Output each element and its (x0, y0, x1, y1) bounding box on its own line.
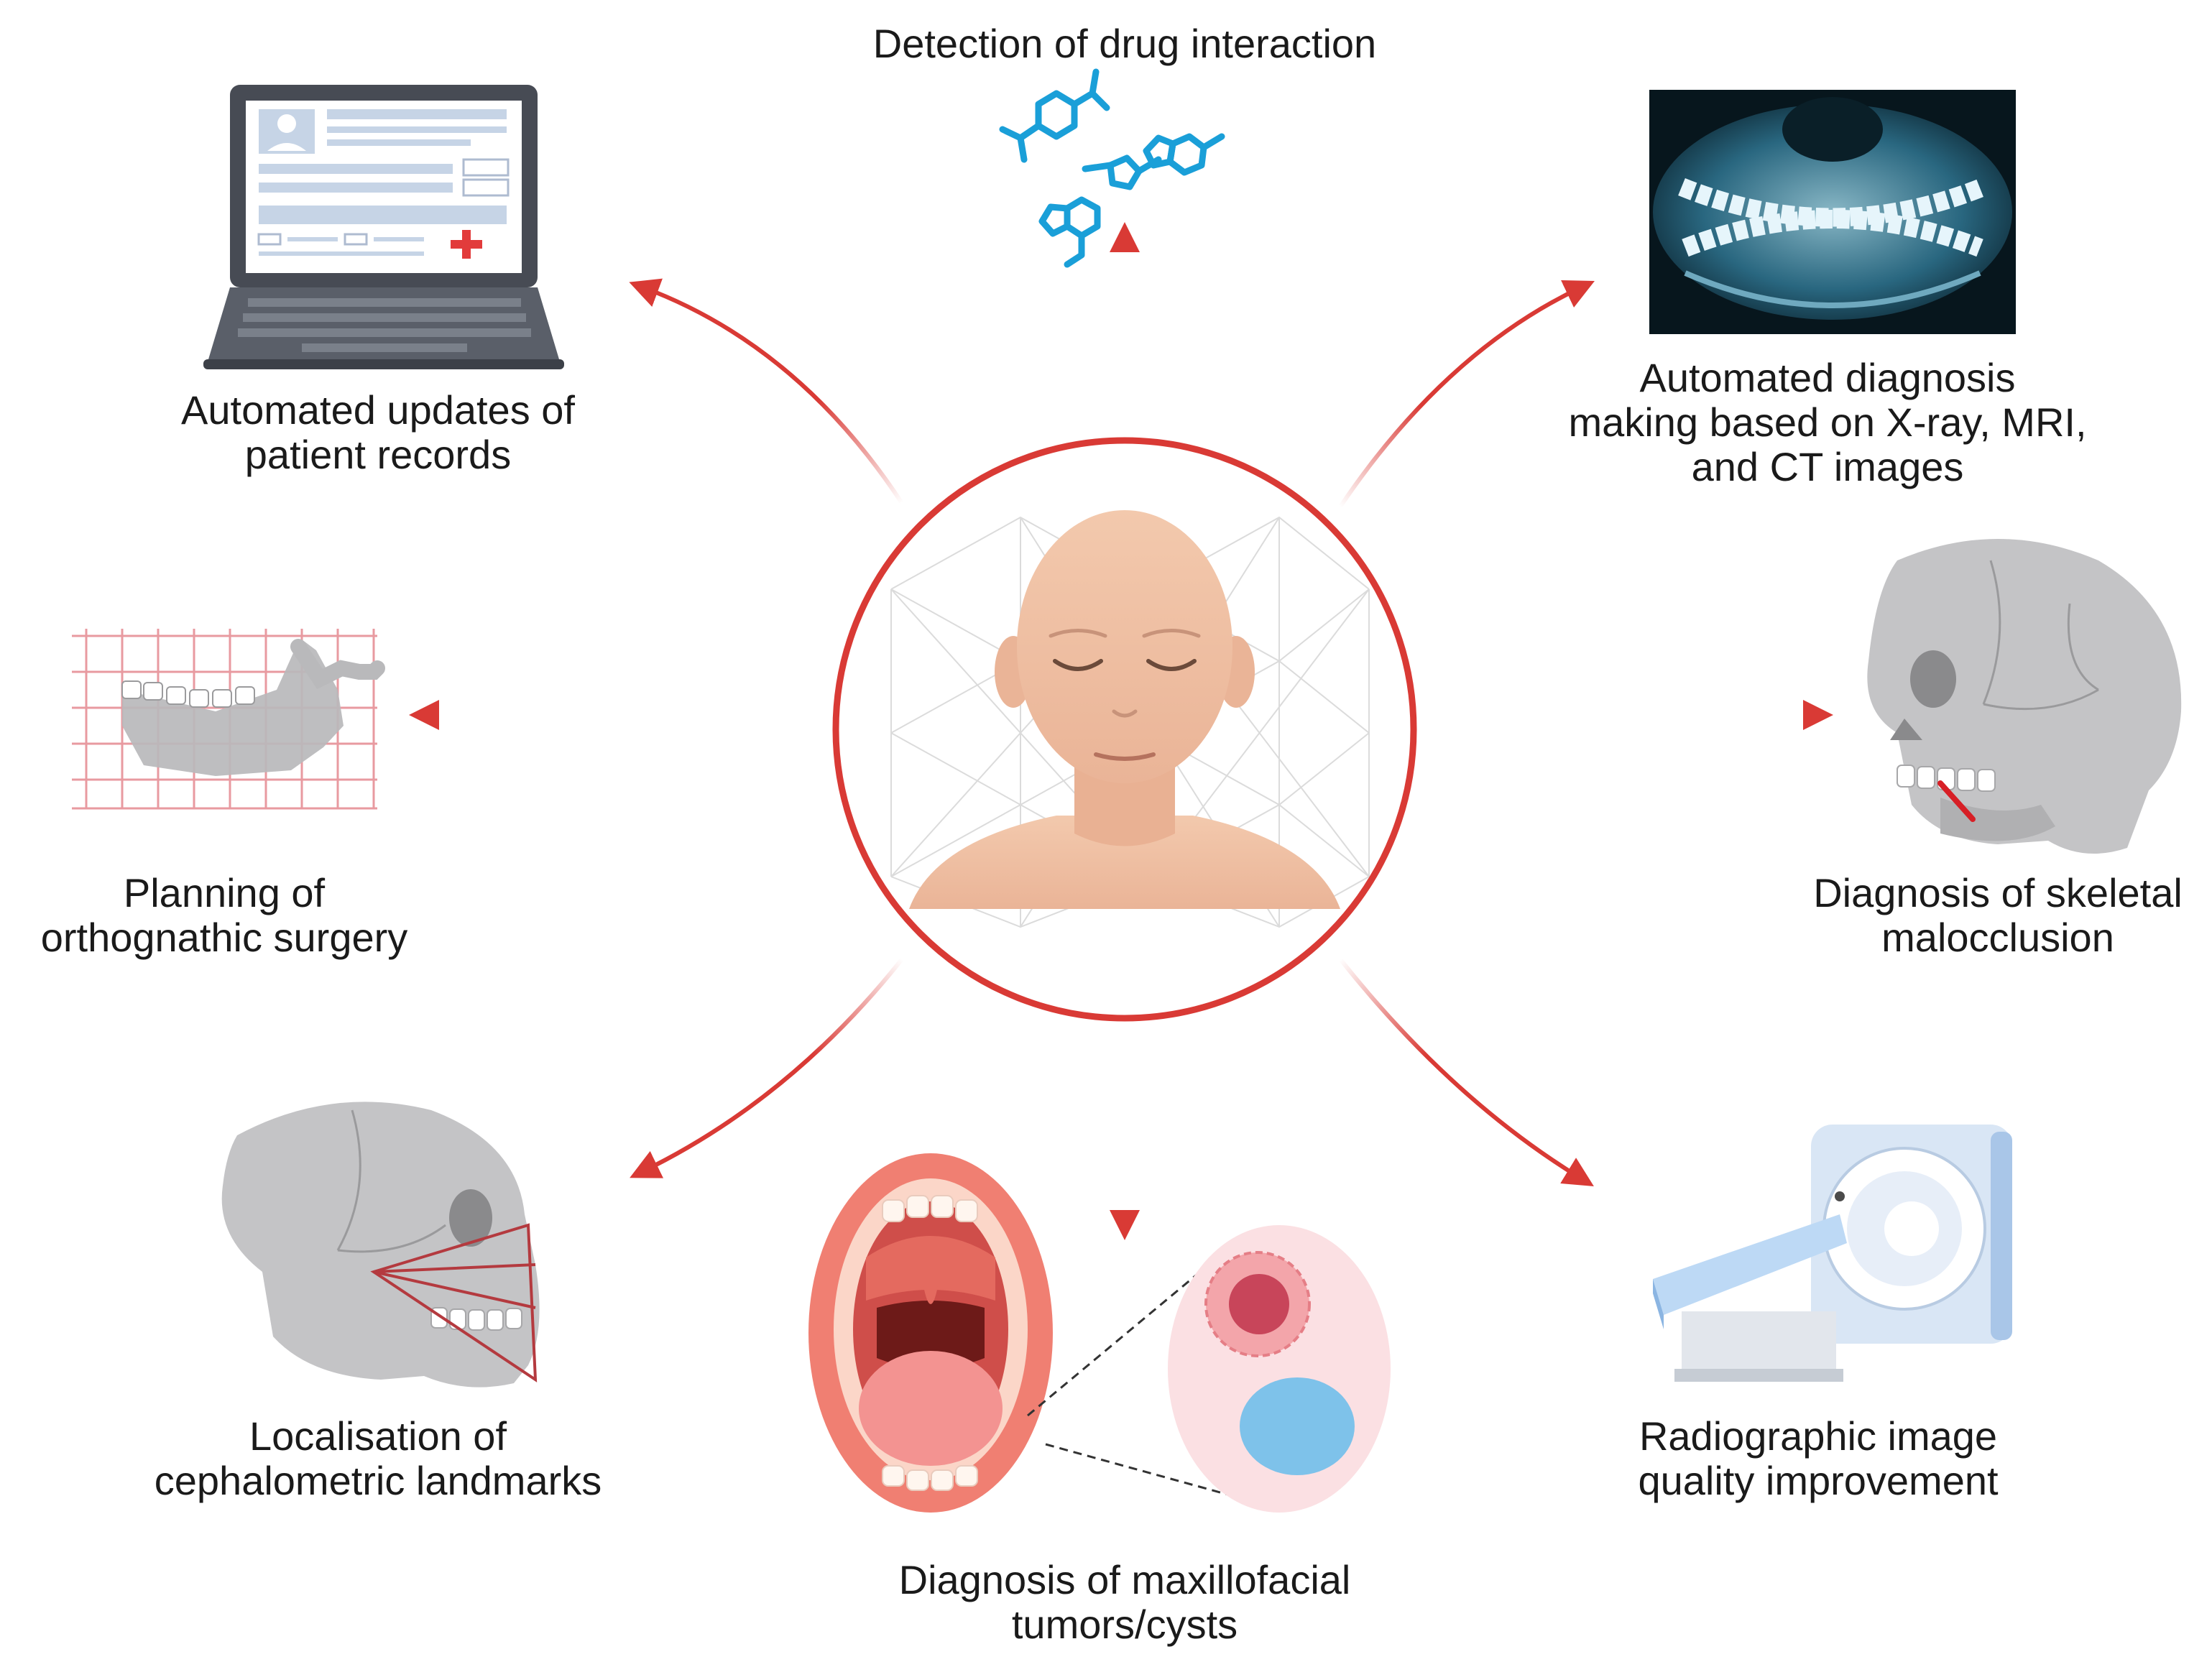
label-line: cephalometric landmarks (154, 1458, 602, 1503)
skull-icon (1867, 539, 2182, 854)
label-line: orthognathic surgery (40, 915, 408, 960)
arrow-to-xray (1338, 280, 1595, 508)
panoramic-xray-icon (1649, 90, 2016, 334)
mandible-grid-icon (72, 629, 385, 810)
ct-scanner-icon (1653, 1125, 2012, 1382)
arrow-to-ceph (630, 958, 904, 1178)
label-line: tumors/cysts (1011, 1602, 1238, 1647)
label-line: Localisation of (249, 1413, 507, 1459)
arrow-to-records (629, 278, 904, 504)
label-records: Automated updates of patient records (181, 388, 575, 477)
label-radiographic: Radiographic image quality improvement (1638, 1414, 1998, 1503)
skull-landmarks-icon (221, 1102, 540, 1388)
head-in-neural-network-icon (832, 437, 1417, 1022)
label-line: malocclusion (1881, 915, 2114, 960)
label-line: Radiographic image (1639, 1413, 1998, 1459)
label-line: Automated diagnosis (1639, 355, 2016, 400)
laptop-icon (203, 85, 564, 369)
label-line: Diagnosis of skeletal (1813, 870, 2183, 915)
arrow-to-radiographic (1338, 958, 1594, 1186)
label-line: Diagnosis of maxillofacial (898, 1557, 1351, 1602)
arrows (409, 222, 1833, 1240)
label-skeletal: Diagnosis of skeletal malocclusion (1813, 871, 2183, 960)
open-mouth-icon (808, 1153, 1391, 1513)
label-line: Planning of (123, 870, 326, 915)
label-line: Automated updates of (181, 387, 575, 433)
label-drug: Detection of drug interaction (873, 22, 1376, 66)
label-tumor: Diagnosis of maxillofacial tumors/cysts (899, 1558, 1351, 1647)
label-line: Detection of drug interaction (872, 21, 1377, 66)
label-line: and CT images (1691, 444, 1964, 489)
label-line: making based on X-ray, MRI, (1568, 400, 2087, 445)
label-ceph: Localisation of cephalometric landmarks (155, 1414, 602, 1503)
label-line: patient records (244, 432, 512, 477)
label-ortho: Planning of orthognathic surgery (41, 871, 408, 960)
label-xray: Automated diagnosis making based on X-ra… (1568, 356, 2086, 489)
label-line: quality improvement (1638, 1458, 1999, 1503)
molecule-icon (999, 68, 1225, 268)
